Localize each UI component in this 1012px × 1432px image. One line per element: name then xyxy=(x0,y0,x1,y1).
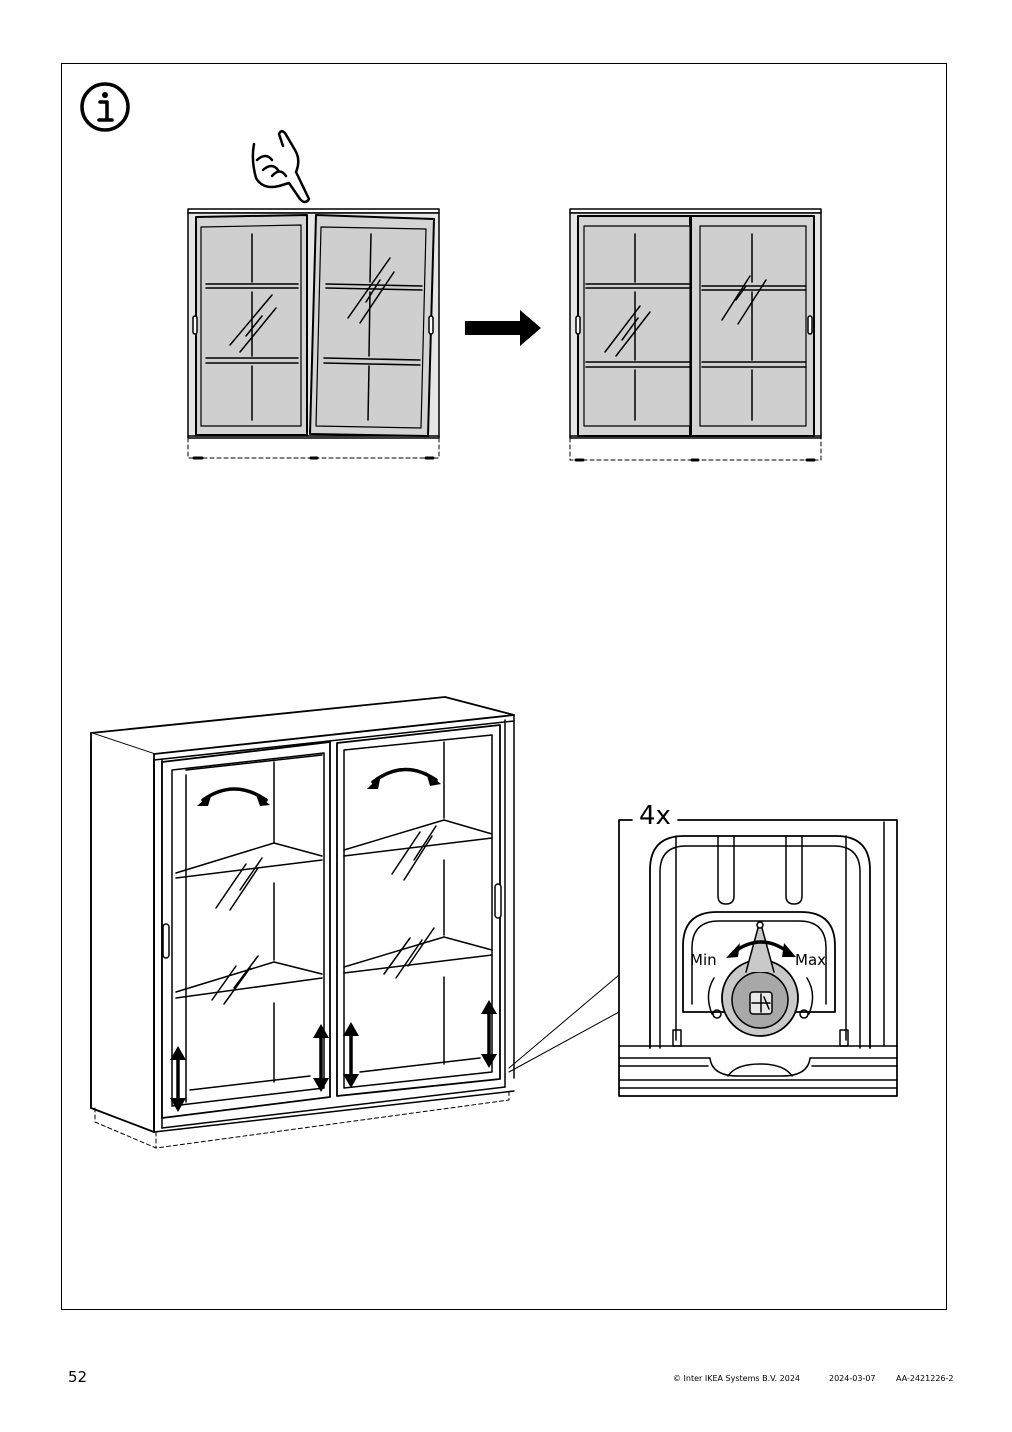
page-number: 52 xyxy=(68,1368,88,1386)
cabinet-aligned xyxy=(569,208,822,462)
page-frame xyxy=(61,63,947,1310)
quantity-label: 4x xyxy=(637,801,673,831)
pointing-hand-icon xyxy=(251,130,311,204)
cabinet-misaligned xyxy=(187,208,440,460)
adjuster-detail xyxy=(618,819,898,1097)
right-arrow-icon xyxy=(465,310,541,346)
max-label: Max xyxy=(795,951,827,969)
cabinet-perspective xyxy=(90,696,620,1149)
min-label: Min xyxy=(690,951,717,969)
document-id: AA-2421226-2 xyxy=(896,1374,954,1383)
document-date: 2024-03-07 xyxy=(829,1374,876,1383)
copyright-text: © Inter IKEA Systems B.V. 2024 xyxy=(673,1374,800,1383)
info-icon xyxy=(80,82,130,132)
